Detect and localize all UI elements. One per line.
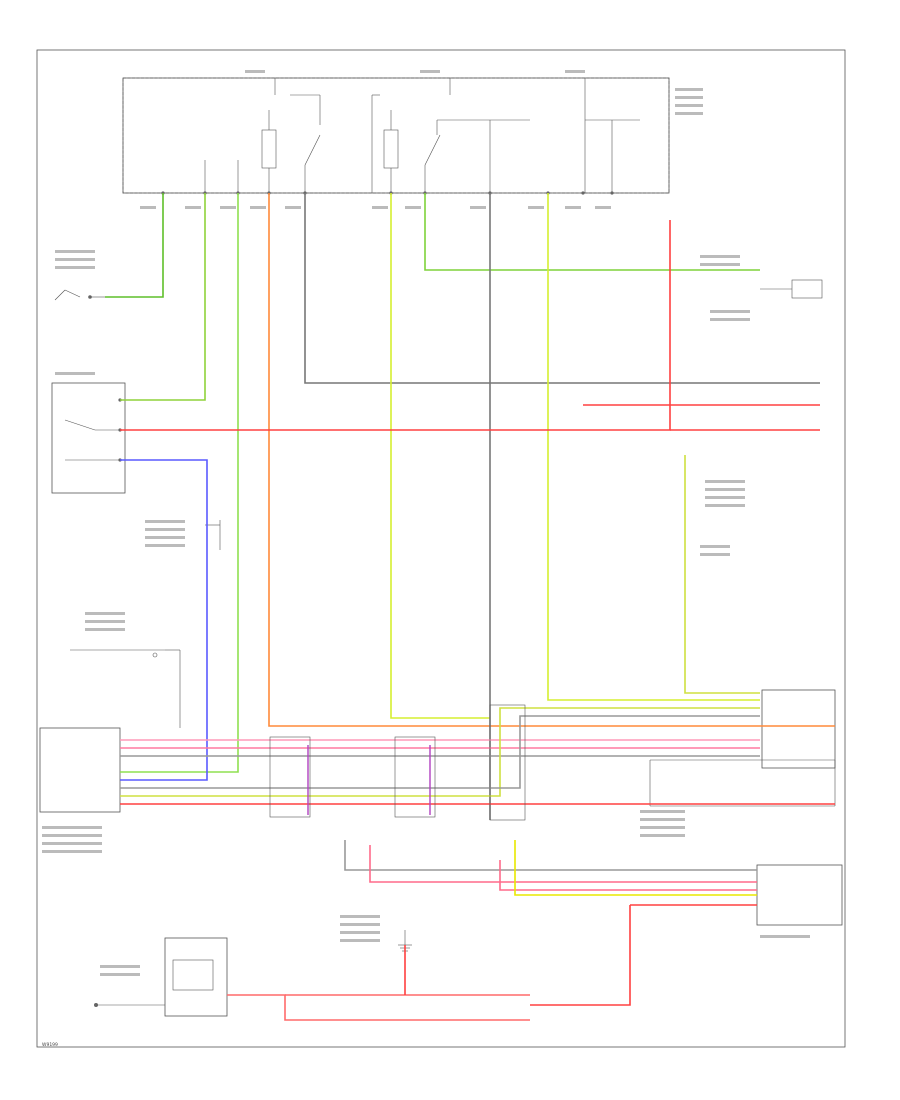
footer-code: W9199 bbox=[42, 1042, 58, 1048]
component-right-top bbox=[760, 279, 823, 299]
wire-pink-bus bbox=[120, 707, 760, 797]
central-junction-module bbox=[122, 77, 670, 194]
wire-red-bottom bbox=[120, 803, 631, 1021]
wire-green-1 bbox=[105, 193, 164, 298]
wire-grey-1 bbox=[304, 193, 820, 384]
wire-lime-1 bbox=[390, 193, 490, 719]
wire-olive bbox=[684, 455, 760, 694]
splice-connector-3 bbox=[489, 704, 526, 821]
splice-connector-1 bbox=[269, 736, 311, 818]
component-right-lower bbox=[756, 864, 843, 926]
component-right-mid bbox=[649, 689, 836, 807]
wire-green-3 bbox=[120, 193, 239, 773]
wire-lower-right-bus bbox=[344, 803, 835, 906]
wire-blue bbox=[120, 459, 208, 781]
wire-orange-main bbox=[268, 193, 835, 727]
wire-red-1 bbox=[120, 220, 671, 431]
wire-green-2 bbox=[120, 193, 206, 401]
switch-module-left bbox=[51, 382, 126, 494]
wire-lime-2 bbox=[547, 193, 760, 701]
label-marks bbox=[42, 70, 810, 976]
control-module-lower-left bbox=[39, 727, 121, 813]
bottom-left-component bbox=[94, 937, 228, 1017]
diagram-frame bbox=[36, 49, 846, 1048]
splice-connector-2 bbox=[394, 736, 436, 818]
wire-green-4 bbox=[424, 193, 760, 271]
switch-top-left bbox=[54, 289, 105, 301]
connector-left-lower bbox=[70, 649, 181, 728]
